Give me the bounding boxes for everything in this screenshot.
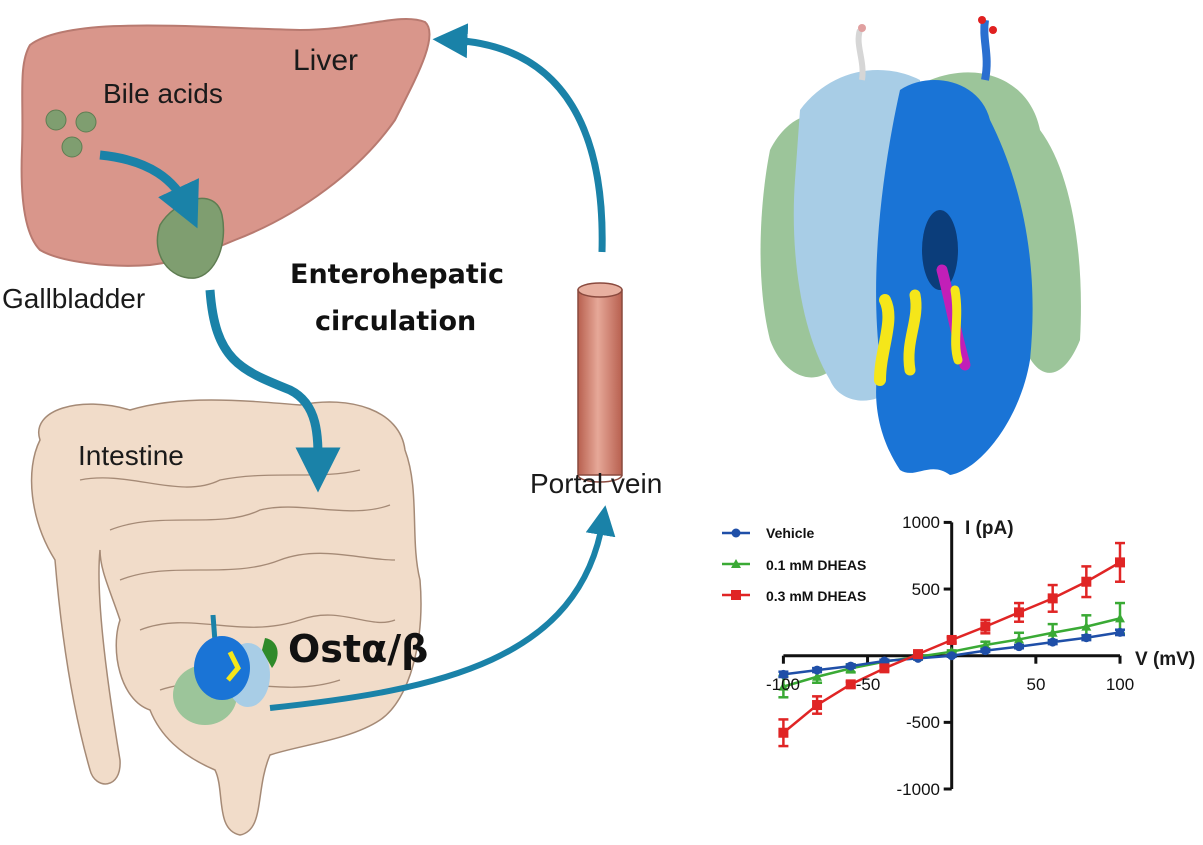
x-tick-label: 50: [1027, 675, 1046, 694]
data-point: [1047, 593, 1058, 604]
bile-flow-arrow: [99, 150, 199, 229]
legend-label: Vehicle: [766, 525, 814, 541]
data-point: [778, 669, 788, 679]
data-point: [980, 640, 991, 650]
legend-marker: [731, 528, 741, 538]
y-axis-title: I (pA): [965, 518, 1014, 539]
enterohepatic-label: Enterohepatic: [290, 259, 504, 290]
ost-label: Ostα/β: [288, 627, 428, 671]
circulation-label: circulation: [315, 306, 476, 337]
data-point: [846, 661, 856, 671]
bile-acid-dot: [75, 111, 97, 133]
y-tick-label: -500: [906, 713, 940, 732]
y-tick-label: 1000: [902, 513, 940, 532]
bile-acid-dot: [45, 109, 67, 131]
data-point: [1115, 613, 1125, 623]
data-point: [980, 621, 991, 632]
data-point: [812, 700, 823, 711]
data-point: [980, 646, 990, 656]
data-point: [778, 727, 789, 738]
x-tick-label: -100: [766, 675, 800, 694]
gallbladder-label: Gallbladder: [2, 283, 145, 314]
x-tick-label: 100: [1106, 675, 1134, 694]
data-point: [1047, 627, 1058, 637]
data-point: [1014, 607, 1025, 618]
y-tick-label: 500: [912, 580, 940, 599]
data-point: [1014, 634, 1025, 644]
portal-vein-label: Portal vein: [530, 468, 662, 499]
data-point: [1115, 557, 1125, 568]
data-point: [946, 634, 957, 645]
data-point: [913, 649, 924, 660]
data-point: [1081, 633, 1091, 643]
data-point: [845, 679, 856, 690]
data-point: [947, 651, 957, 661]
intestine-label: Intestine: [78, 440, 184, 471]
portal-vein-bottom: [577, 474, 623, 483]
portal-vein-top: [577, 282, 623, 298]
liver-label: Liver: [293, 44, 358, 77]
gallbladder-to-intestine-arrow: [205, 289, 341, 493]
data-point: [1115, 627, 1125, 637]
bile-acid-dot: [61, 136, 83, 158]
vein-to-liver-arrow: [432, 23, 606, 253]
x-tick-label: -50: [856, 675, 881, 694]
legend-marker: [731, 559, 741, 568]
liver-shape: [20, 18, 431, 267]
legend-label: 0.1 mM DHEAS: [766, 557, 866, 573]
legend-marker: [731, 590, 741, 600]
bile-acids-label: Bile acids: [103, 78, 223, 109]
portal-vein-cylinder: [577, 289, 623, 476]
intestine-to-vein-arrow: [269, 505, 616, 711]
data-point: [1081, 621, 1092, 631]
data-point: [879, 656, 889, 666]
x-axis-title: V (mV): [1135, 649, 1195, 670]
iv-chart: 1000 500 -500 -1000 -100 -50 50 100 I (p…: [722, 513, 1195, 799]
data-point: [1014, 642, 1024, 652]
legend-label: 0.3 mM DHEAS: [766, 588, 866, 604]
ost-protein-small: [173, 636, 278, 725]
data-point: [1081, 576, 1092, 587]
data-point: [812, 665, 822, 675]
intestine-folds: [79, 469, 396, 691]
y-tick-label: -1000: [897, 780, 940, 799]
data-point: [879, 663, 890, 674]
data-point: [1048, 637, 1058, 647]
data-point: [778, 681, 789, 691]
ost-protein-structure: [760, 16, 1081, 475]
data-point: [812, 671, 823, 681]
